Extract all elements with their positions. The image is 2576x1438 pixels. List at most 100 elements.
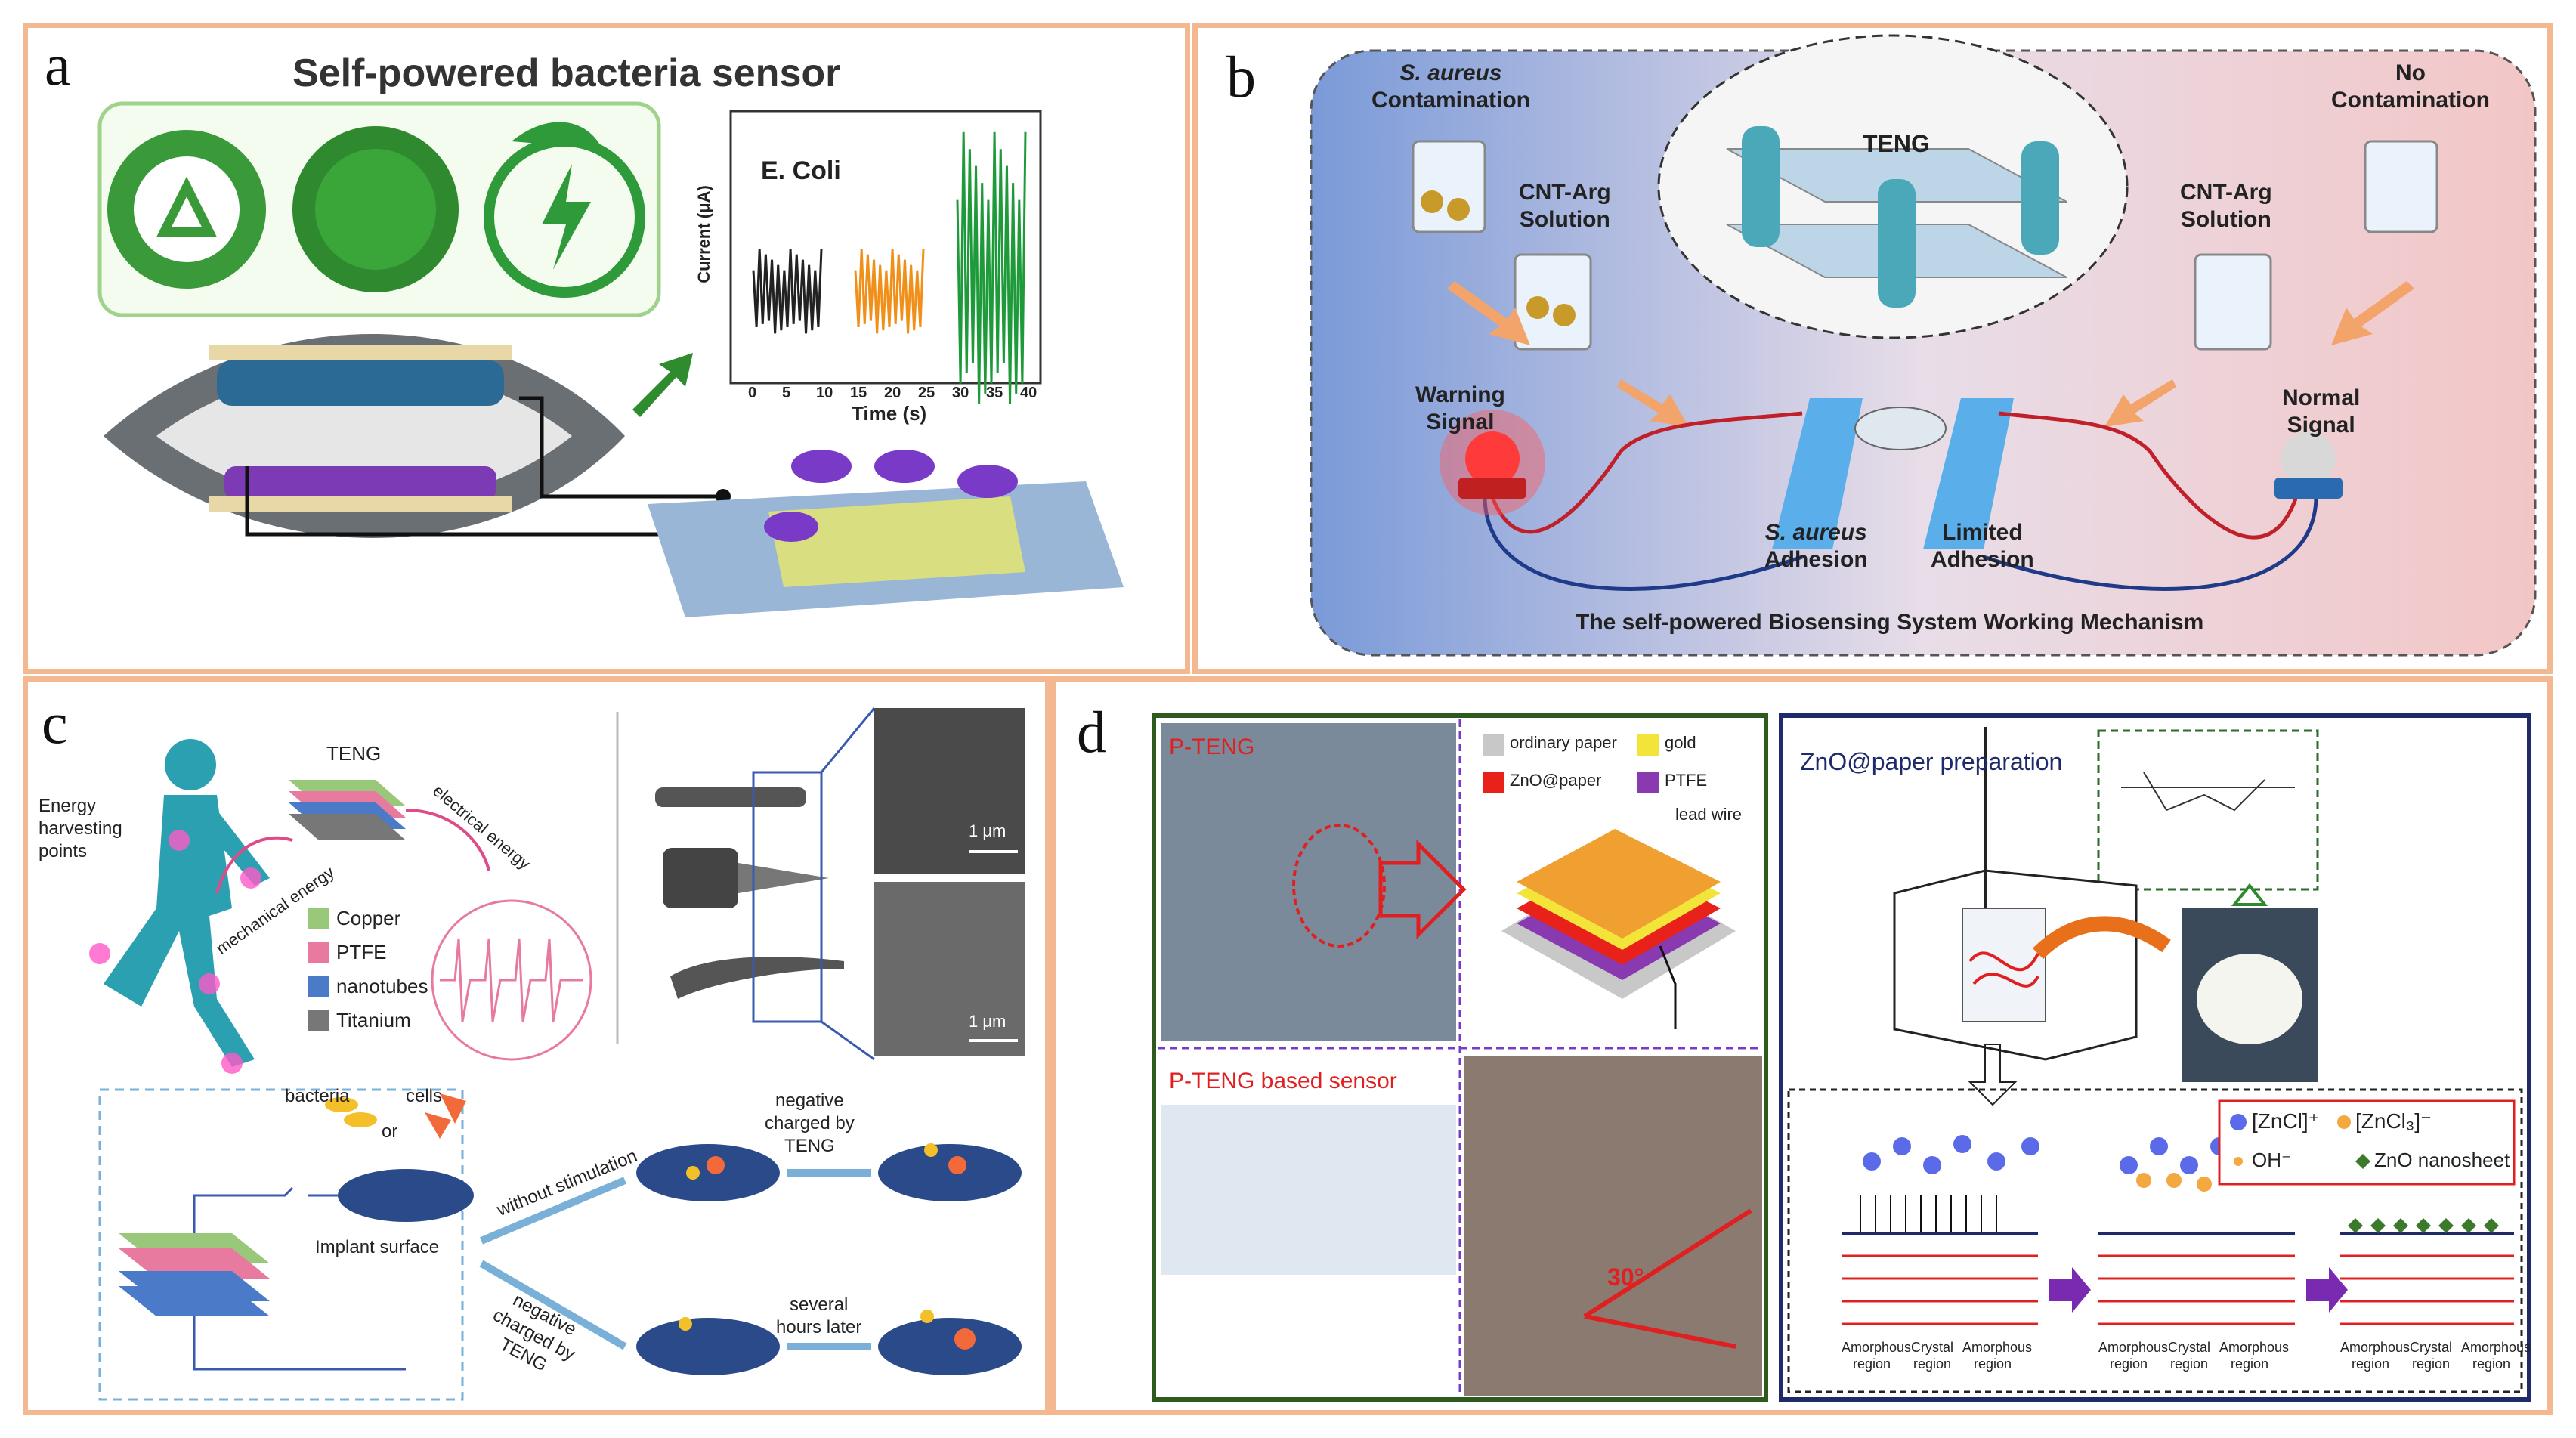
chart-series-2 xyxy=(956,131,1027,404)
legend-swatch xyxy=(1637,734,1659,756)
sem-image-bottom xyxy=(874,882,1025,1056)
chart-x-tick: 20 xyxy=(884,385,901,401)
panel-d-graphics xyxy=(1152,713,2531,1402)
implant-surface-label: Implant surface xyxy=(315,1237,440,1257)
outcome-disks xyxy=(636,1144,1022,1375)
hand-sensor-photo xyxy=(1161,1105,1456,1275)
chart-title: E. Coli xyxy=(761,156,841,185)
teng-stack-icon xyxy=(289,780,406,840)
legend-swatch xyxy=(308,908,329,929)
ion-legend-box xyxy=(2218,1099,2516,1186)
device-bottom-layer xyxy=(224,466,496,500)
chart-x-tick: 5 xyxy=(782,385,791,401)
cells-label: cells xyxy=(406,1086,443,1106)
bacteria-icon xyxy=(325,1097,377,1127)
chart-x-tick: 0 xyxy=(748,385,757,401)
beaker-icon xyxy=(1962,908,2046,1022)
legend-label: ZnO@paper xyxy=(1510,771,1602,790)
teng-label: TENG xyxy=(1863,130,1930,157)
legend-label: ordinary paper xyxy=(1510,733,1617,752)
normal-led-icon xyxy=(2281,431,2336,486)
panel-a-graphics xyxy=(97,101,1124,617)
cells-icon xyxy=(425,1093,466,1139)
beaker-icon xyxy=(2194,253,2272,351)
panel-a-title: Self-powered bacteria sensor xyxy=(292,51,841,95)
region-label: Crystal region xyxy=(1910,1340,1953,1372)
ion-zncl-label: [ZnCl]⁺ xyxy=(2252,1109,2320,1133)
teng-label-c: TENG xyxy=(326,742,382,765)
bacteria-label: bacteria xyxy=(285,1086,350,1106)
teng-stack-bottom-icon xyxy=(119,1233,270,1316)
sensor-label: P-TENG based sensor xyxy=(1169,1068,1397,1093)
chart-x-tick: 10 xyxy=(816,385,833,401)
legend-label: nanotubes xyxy=(336,975,428,997)
sem-scale-top: 1 μm xyxy=(969,821,1007,840)
znopaper-frame xyxy=(1779,713,2531,1402)
arrow-icon xyxy=(2032,916,2171,960)
arrow-icon xyxy=(2306,1267,2348,1313)
region-label: Amorphous region xyxy=(1962,1340,2033,1372)
region-label: Amorphous region xyxy=(1842,1340,1912,1372)
panel-c-label: c xyxy=(42,690,68,756)
legend-swatch xyxy=(308,942,329,963)
hip-implant-icon xyxy=(670,957,844,999)
signal-circle xyxy=(431,899,592,1061)
arrow-icon xyxy=(215,836,293,894)
region-label: Crystal region xyxy=(2167,1340,2210,1372)
chart-y-label: Current (μA) xyxy=(694,185,713,283)
angle-label: 30° xyxy=(1607,1263,1644,1291)
legend-swatch xyxy=(1483,734,1504,756)
p-teng-photo xyxy=(1161,723,1456,1041)
region-label: Amorphous region xyxy=(2219,1340,2290,1372)
mechanism-caption: The self-powered Biosensing System Worki… xyxy=(1576,610,2204,635)
arrow-icon xyxy=(479,1260,627,1350)
ion-oh-label: OH⁻ xyxy=(2252,1149,2292,1171)
panel-b-graphics xyxy=(1310,34,2537,657)
beaker-icon xyxy=(1412,140,1486,233)
knee-implant-icon xyxy=(663,848,738,908)
arrow-icon xyxy=(480,1177,626,1245)
sem-image-top xyxy=(874,708,1025,874)
panel-b: b xyxy=(1192,23,2553,674)
region-label: Amorphous region xyxy=(2340,1340,2411,1372)
chart-x-tick: 35 xyxy=(986,385,1003,401)
arrow-icon xyxy=(1447,281,2414,427)
chart-series-0 xyxy=(752,249,823,334)
chart-x-tick: 25 xyxy=(918,385,935,401)
legend-label: PTFE xyxy=(336,941,387,963)
panel-c: c xyxy=(23,676,1050,1415)
or-label: or xyxy=(382,1121,398,1142)
legend-label: PTFE xyxy=(1665,771,1708,790)
legend-swatch xyxy=(1637,772,1659,793)
panel-d: d xyxy=(1050,676,2553,1415)
chart-series-1 xyxy=(854,249,925,334)
lead-wire-label: lead wire xyxy=(1675,805,1743,824)
panel-a: a Self-powered bacteria sensor xyxy=(23,23,1190,674)
panel-b-label: b xyxy=(1226,44,1256,110)
legend-label: Titanium xyxy=(336,1009,411,1031)
legend-swatch xyxy=(1483,772,1504,793)
legend-swatch xyxy=(308,976,329,997)
ion-zncl3-label: [ZnCl₃]⁻ xyxy=(2355,1109,2432,1133)
beaker-icon xyxy=(1514,253,1592,351)
screw-implant-icon xyxy=(655,787,806,807)
panel-a-label: a xyxy=(45,32,71,97)
p-teng-label: P-TENG xyxy=(1169,734,1255,759)
region-label: Crystal region xyxy=(2409,1340,2452,1372)
chart-x-tick: 30 xyxy=(952,385,969,401)
device-top-layer xyxy=(217,360,504,406)
beaker-icon xyxy=(2364,140,2438,233)
bacteria-icon xyxy=(764,450,1018,542)
znopaper-title: ZnO@paper preparation xyxy=(1800,748,2063,775)
electrode-left xyxy=(1772,398,1863,549)
runner-icon xyxy=(104,739,270,1067)
